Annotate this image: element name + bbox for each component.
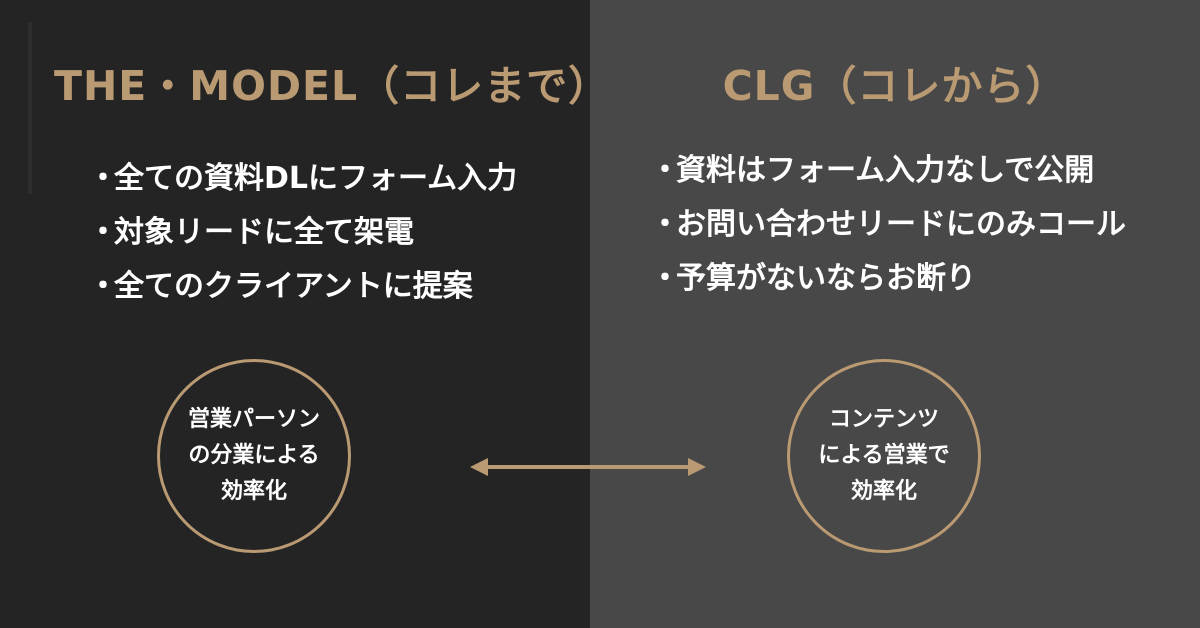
- list-item: ・対象リードに全て架電: [88, 218, 517, 248]
- right-circle-badge: コンテンツ による営業で 効率化: [787, 359, 981, 553]
- circle-line: の分業による: [188, 443, 320, 468]
- bullet-marker: ・: [88, 161, 118, 196]
- list-item: ・お問い合わせリードにのみコール: [650, 210, 1126, 240]
- right-heading: CLG（コレから）: [722, 62, 1068, 110]
- circle-line: コンテンツ: [828, 407, 939, 432]
- bullet-marker: ・: [650, 261, 680, 296]
- right-bullet-list: ・資料はフォーム入力なしで公開 ・お問い合わせリードにのみコール ・予算がないな…: [650, 156, 1126, 318]
- arrow-head-right: [688, 458, 706, 476]
- list-item: ・全ての資料DLにフォーム入力: [88, 164, 517, 194]
- circle-line: 営業パーソン: [187, 407, 320, 432]
- bullet-text: 資料はフォーム入力なしで公開: [676, 153, 1095, 188]
- bullet-marker: ・: [88, 269, 118, 304]
- left-bullet-list: ・全ての資料DLにフォーム入力 ・対象リードに全て架電 ・全てのクライアントに提…: [88, 164, 517, 326]
- bullet-marker: ・: [650, 207, 680, 242]
- arrow-head-left: [470, 458, 488, 476]
- bullet-text: お問い合わせリードにのみコール: [676, 207, 1126, 242]
- left-circle-text: 営業パーソン の分業による 効率化: [188, 402, 320, 510]
- right-circle-text: コンテンツ による営業で 効率化: [818, 402, 949, 510]
- circle-line: 効率化: [850, 479, 917, 504]
- circle-line: による営業で: [818, 443, 950, 468]
- bullet-marker: ・: [88, 215, 118, 250]
- accent-divider: [28, 22, 32, 194]
- left-panel: THE・MODEL（コレまで） ・全ての資料DLにフォーム入力 ・対象リードに全…: [0, 0, 609, 628]
- list-item: ・資料はフォーム入力なしで公開: [650, 156, 1126, 186]
- bullet-marker: ・: [650, 153, 680, 188]
- bullet-text: 全ての資料DLにフォーム入力: [114, 161, 518, 196]
- list-item: ・全てのクライアントに提案: [88, 272, 517, 302]
- left-circle-badge: 営業パーソン の分業による 効率化: [157, 359, 351, 553]
- bullet-text: 対象リードに全て架電: [114, 215, 414, 250]
- bullet-text: 予算がないならお断り: [676, 261, 976, 296]
- left-heading: THE・MODEL（コレまで）: [54, 62, 611, 110]
- circle-line: 効率化: [220, 479, 287, 504]
- list-item: ・予算がないならお断り: [650, 264, 1126, 294]
- right-panel: CLG（コレから） ・資料はフォーム入力なしで公開 ・お問い合わせリードにのみコ…: [590, 0, 1200, 628]
- double-headed-arrow-icon: [470, 458, 706, 476]
- bullet-text: 全てのクライアントに提案: [114, 269, 473, 304]
